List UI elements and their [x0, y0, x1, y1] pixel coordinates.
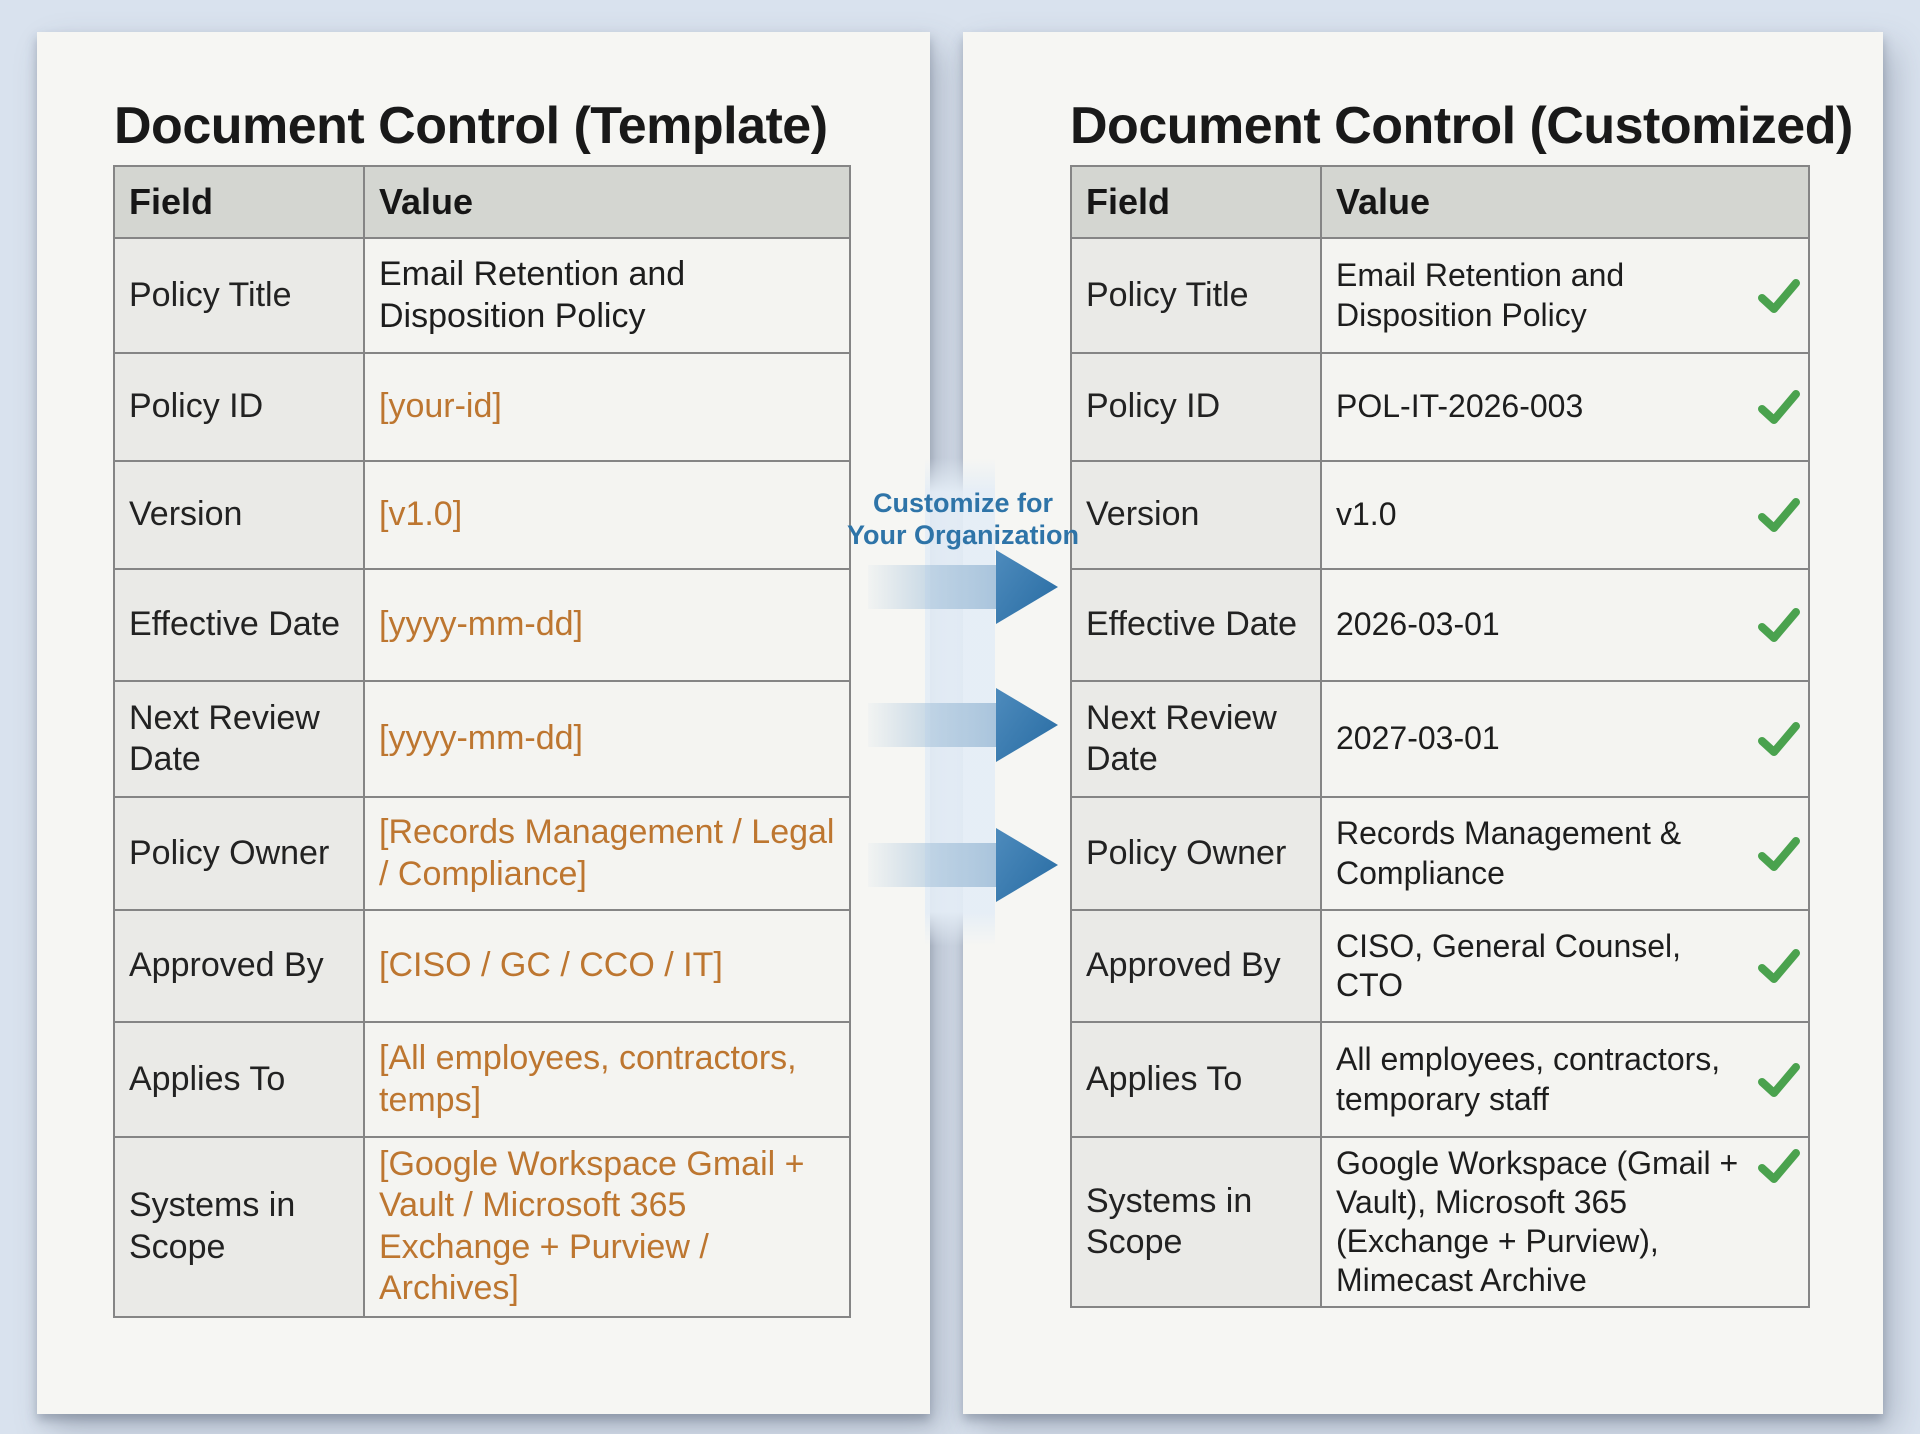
check-icon	[1758, 390, 1800, 424]
value-cell-placeholder: [Records Management / Legal / Compliance…	[363, 796, 851, 911]
arrow-body	[868, 843, 998, 887]
connector-label-line2: Your Organization	[846, 520, 1079, 551]
arrow-head	[996, 550, 1058, 624]
table-row: Systems in Scope Google Workspace (Gmail…	[1070, 1135, 1810, 1309]
value-text: All employees, contractors, temporary st…	[1336, 1041, 1721, 1117]
field-cell: Next Review Date	[1070, 680, 1322, 798]
template-page: Document Control (Template) Field Value …	[37, 32, 930, 1414]
value-cell: Email Retention and Disposition Policy	[363, 237, 851, 354]
field-column-header: Field	[1070, 165, 1322, 239]
field-cell: Effective Date	[113, 568, 365, 682]
value-text: 2027-03-01	[1336, 720, 1500, 757]
field-cell: Policy ID	[1070, 352, 1322, 462]
table-row: Next Review Date 2027-03-01	[1070, 680, 1810, 798]
table-row: Approved By [CISO / GC / CCO / IT]	[113, 909, 851, 1023]
arrow-body	[868, 565, 998, 609]
table-row: Next Review Date [yyyy-mm-dd]	[113, 680, 851, 798]
table-row: Systems in Scope [Google Workspace Gmail…	[113, 1136, 851, 1318]
connector-label: Customize for Your Organization	[813, 487, 1113, 552]
check-icon	[1758, 278, 1800, 313]
check-icon	[1758, 949, 1800, 983]
value-cell: All employees, contractors, temporary st…	[1320, 1021, 1810, 1138]
field-cell: Effective Date	[1070, 568, 1322, 682]
value-cell-placeholder: [yyyy-mm-dd]	[363, 568, 851, 682]
value-text: Records Management & Compliance	[1336, 815, 1682, 891]
table-header-row: Field Value	[113, 165, 851, 239]
value-cell: Google Workspace (Gmail + Vault), Micros…	[1320, 1135, 1810, 1309]
value-cell-placeholder: [All employees, contractors, temps]	[363, 1021, 851, 1138]
arrow-right-icon	[868, 550, 1058, 624]
check-icon	[1758, 1149, 1800, 1183]
check-icon	[1758, 608, 1800, 642]
value-cell-placeholder: [Google Workspace Gmail + Vault / Micros…	[363, 1136, 851, 1318]
value-cell: Email Retention and Disposition Policy	[1320, 237, 1810, 354]
value-cell-placeholder: [your-id]	[363, 352, 851, 462]
check-icon	[1758, 1062, 1800, 1097]
field-cell: Applies To	[1070, 1021, 1322, 1138]
template-page-title: Document Control (Template)	[114, 97, 828, 155]
field-column-header: Field	[113, 165, 365, 239]
field-cell: Policy Title	[113, 237, 365, 354]
value-text: Google Workspace (Gmail + Vault), Micros…	[1336, 1145, 1739, 1299]
connector-label-line1: Customize for	[872, 488, 1053, 518]
table-row: Effective Date [yyyy-mm-dd]	[113, 568, 851, 682]
field-cell: Policy Owner	[113, 796, 365, 911]
check-icon	[1758, 498, 1800, 532]
table-row: Policy ID [your-id]	[113, 352, 851, 462]
arrow-right-icon	[868, 688, 1058, 762]
field-cell: Systems in Scope	[113, 1136, 365, 1318]
table-row: Version v1.0	[1070, 460, 1810, 570]
table-row: Policy Title Email Retention and Disposi…	[1070, 237, 1810, 354]
value-cell: POL-IT-2026-003	[1320, 352, 1810, 462]
value-cell: CISO, General Counsel, CTO	[1320, 909, 1810, 1023]
field-cell: Systems in Scope	[1070, 1135, 1322, 1309]
template-table: Field Value Policy Title Email Retention…	[113, 165, 851, 1318]
table-row: Policy Title Email Retention and Disposi…	[113, 237, 851, 354]
arrow-head	[996, 688, 1058, 762]
value-text: 2026-03-01	[1336, 606, 1500, 643]
table-row: Applies To All employees, contractors, t…	[1070, 1021, 1810, 1138]
table-row: Effective Date 2026-03-01	[1070, 568, 1810, 682]
customized-page: Document Control (Customized) Field Valu…	[963, 32, 1883, 1414]
value-cell: v1.0	[1320, 460, 1810, 570]
value-cell-placeholder: [v1.0]	[363, 460, 851, 570]
customized-page-title: Document Control (Customized)	[1070, 97, 1853, 155]
table-row: Policy Owner Records Management & Compli…	[1070, 796, 1810, 911]
value-text: POL-IT-2026-003	[1336, 388, 1584, 425]
field-cell: Version	[113, 460, 365, 570]
field-cell: Applies To	[113, 1021, 365, 1138]
value-cell: Records Management & Compliance	[1320, 796, 1810, 911]
value-text: CISO, General Counsel, CTO	[1336, 927, 1682, 1003]
table-row: Approved By CISO, General Counsel, CTO	[1070, 909, 1810, 1023]
table-row: Policy ID POL-IT-2026-003	[1070, 352, 1810, 462]
check-icon	[1758, 836, 1800, 871]
table-header-row: Field Value	[1070, 165, 1810, 239]
value-cell-placeholder: [CISO / GC / CCO / IT]	[363, 909, 851, 1023]
field-cell: Next Review Date	[113, 680, 365, 798]
table-row: Version [v1.0]	[113, 460, 851, 570]
value-text: Email Retention and Disposition Policy	[1336, 257, 1625, 333]
field-cell: Policy Title	[1070, 237, 1322, 354]
value-cell-placeholder: [yyyy-mm-dd]	[363, 680, 851, 798]
value-cell: 2026-03-01	[1320, 568, 1810, 682]
field-cell: Policy Owner	[1070, 796, 1322, 911]
field-cell: Approved By	[1070, 909, 1322, 1023]
table-row: Applies To [All employees, contractors, …	[113, 1021, 851, 1138]
check-icon	[1758, 722, 1800, 756]
arrow-head	[996, 828, 1058, 902]
value-cell: 2027-03-01	[1320, 680, 1810, 798]
table-row: Policy Owner [Records Management / Legal…	[113, 796, 851, 911]
field-cell: Approved By	[113, 909, 365, 1023]
arrow-body	[868, 703, 998, 747]
customized-table: Field Value Policy Title Email Retention…	[1070, 165, 1810, 1309]
value-text: v1.0	[1336, 496, 1397, 533]
value-column-header: Value	[1320, 165, 1810, 239]
field-cell: Version	[1070, 460, 1322, 570]
arrow-right-icon	[868, 828, 1058, 902]
value-column-header: Value	[363, 165, 851, 239]
field-cell: Policy ID	[113, 352, 365, 462]
